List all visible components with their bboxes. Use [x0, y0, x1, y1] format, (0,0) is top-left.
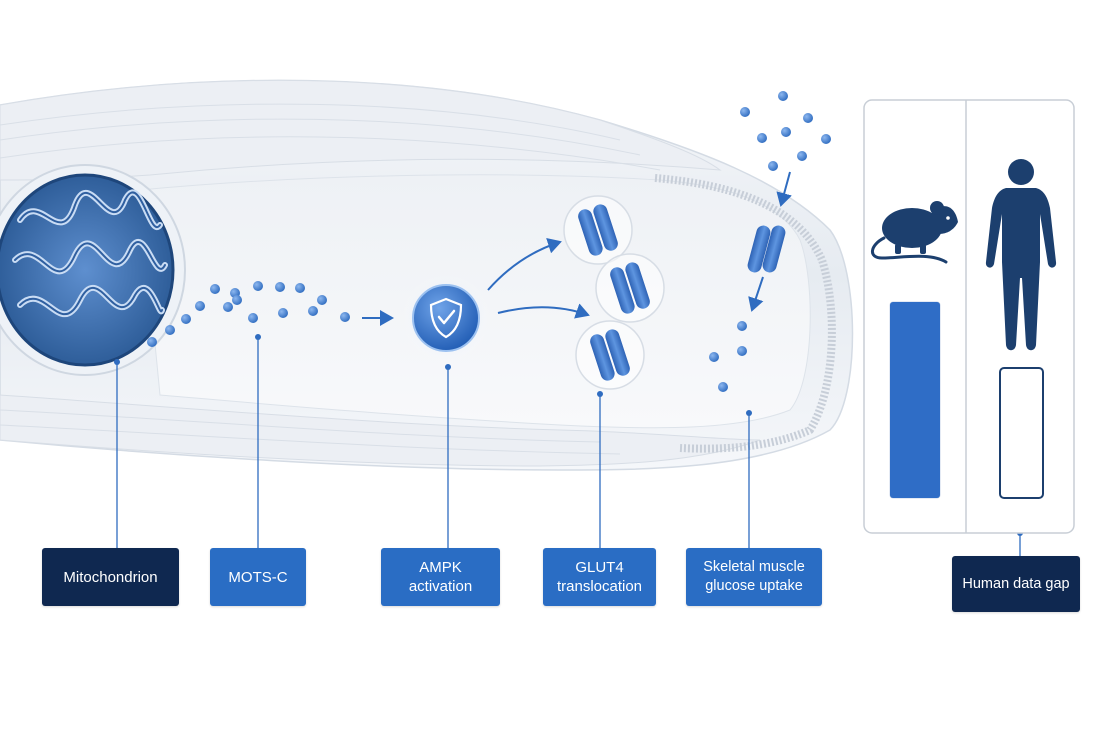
species-comparison-panel [863, 99, 1075, 534]
arrow-ampk-glut4-upper [487, 238, 562, 291]
skeletal-muscle-glucose-uptake-label: Skeletal muscle glucose uptake [686, 548, 822, 606]
peptide-dot [253, 281, 263, 291]
peptide-dot [340, 312, 350, 322]
glut4-transporter-icon [578, 209, 603, 256]
mots-c-peptides [147, 281, 350, 347]
glucose-dot [737, 321, 747, 331]
human-data-gap-label: Human data gap [952, 556, 1080, 612]
ampk-activation-label: AMPK activation [381, 548, 500, 606]
mots-c-label: MOTS-C [210, 548, 306, 606]
glucose-dot [803, 113, 813, 123]
peptide-dot [275, 282, 285, 292]
glut4-transporter-icon [625, 262, 650, 309]
glut4-translocation-label: GLUT4 translocation [543, 548, 656, 606]
glucose-dot [797, 151, 807, 161]
human-evidence-bar-outline [999, 367, 1044, 499]
cell-membrane [654, 174, 836, 453]
mouse-icon [871, 201, 958, 264]
mouse-evidence-bar [890, 302, 940, 498]
peptide-dot [248, 313, 258, 323]
glucose-dot [718, 382, 728, 392]
glut4-transporter-icon [610, 267, 635, 314]
arrow-ampk-glut4-lower [497, 303, 590, 319]
peptide-dot [223, 302, 233, 312]
arrow-glucose-through [748, 276, 764, 312]
glucose-dot [778, 91, 788, 101]
peptide-dot [232, 295, 242, 305]
mitochondrion-icon [0, 164, 186, 376]
peptide-dot [308, 306, 318, 316]
glucose-dot [709, 352, 719, 362]
glut4-transporter-icon [593, 204, 618, 251]
mitochondrion-label: Mitochondrion [42, 548, 179, 606]
glucose-dot [781, 127, 791, 137]
peptide-dot [195, 301, 205, 311]
peptide-dot [278, 308, 288, 318]
peptide-dot [295, 283, 305, 293]
leader-lines [116, 337, 1021, 556]
human-figure-icon [985, 159, 1057, 351]
peptide-dot [147, 337, 157, 347]
glucose-dot [757, 133, 767, 143]
glut4-transporter-icon [590, 334, 615, 381]
peptide-dot [317, 295, 327, 305]
glucose-dot [737, 346, 747, 356]
peptide-dot [181, 314, 191, 324]
glucose-dot [768, 161, 778, 171]
shield-check-icon [401, 273, 491, 363]
glucose-molecules [709, 91, 831, 392]
peptide-dot [210, 284, 220, 294]
glucose-dot [821, 134, 831, 144]
glucose-dot [740, 107, 750, 117]
glut4-transporter-icon [747, 225, 786, 273]
glut4-vesicles [563, 195, 665, 390]
peptide-dot [165, 325, 175, 335]
arrow-glucose-in [776, 171, 792, 207]
glut4-transporter-icon [605, 329, 630, 376]
